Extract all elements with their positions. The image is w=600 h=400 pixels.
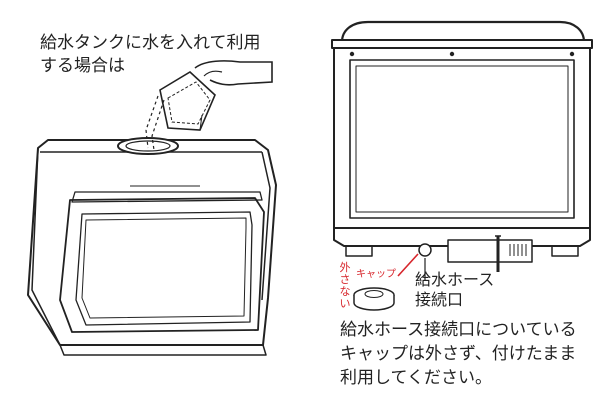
- do-not-remove-char: な: [339, 285, 351, 298]
- do-not-remove-char: さ: [339, 273, 351, 286]
- tank-fill-caption: 給水タンクに水を入れて利用 する場合は: [40, 32, 261, 78]
- dishwasher-front-illustration: [331, 20, 593, 280]
- cap-label: キャップ: [356, 269, 396, 280]
- do-not-remove-label: 外 さ な い: [339, 262, 351, 310]
- cap-leader-line: [397, 253, 419, 277]
- hose-cap-icon: [353, 287, 395, 311]
- cap-instruction-line1: 給水ホース接続口についている: [340, 320, 577, 340]
- tank-fill-caption-line1: 給水タンクに水を入れて利用: [40, 33, 261, 53]
- cap-instruction-line3: 利用してください。: [340, 368, 492, 388]
- hose-connector-label-line1: 給水ホース: [415, 270, 495, 289]
- pitcher-pouring-icon: [145, 60, 273, 151]
- hose-connector-label-line2: 接続口: [415, 290, 464, 309]
- hose-connector-label: 給水ホース 接続口: [415, 270, 494, 310]
- cap-instruction-line2: キャップは外さず、付けたまま: [340, 344, 577, 364]
- dishwasher-perspective-illustration: [27, 137, 277, 356]
- cap-instruction-caption: 給水ホース接続口についている キャップは外さず、付けたまま 利用してください。: [340, 318, 577, 390]
- do-not-remove-char: い: [339, 297, 351, 310]
- tank-fill-caption-line2: する場合は: [40, 56, 125, 76]
- do-not-remove-char: 外: [339, 261, 351, 274]
